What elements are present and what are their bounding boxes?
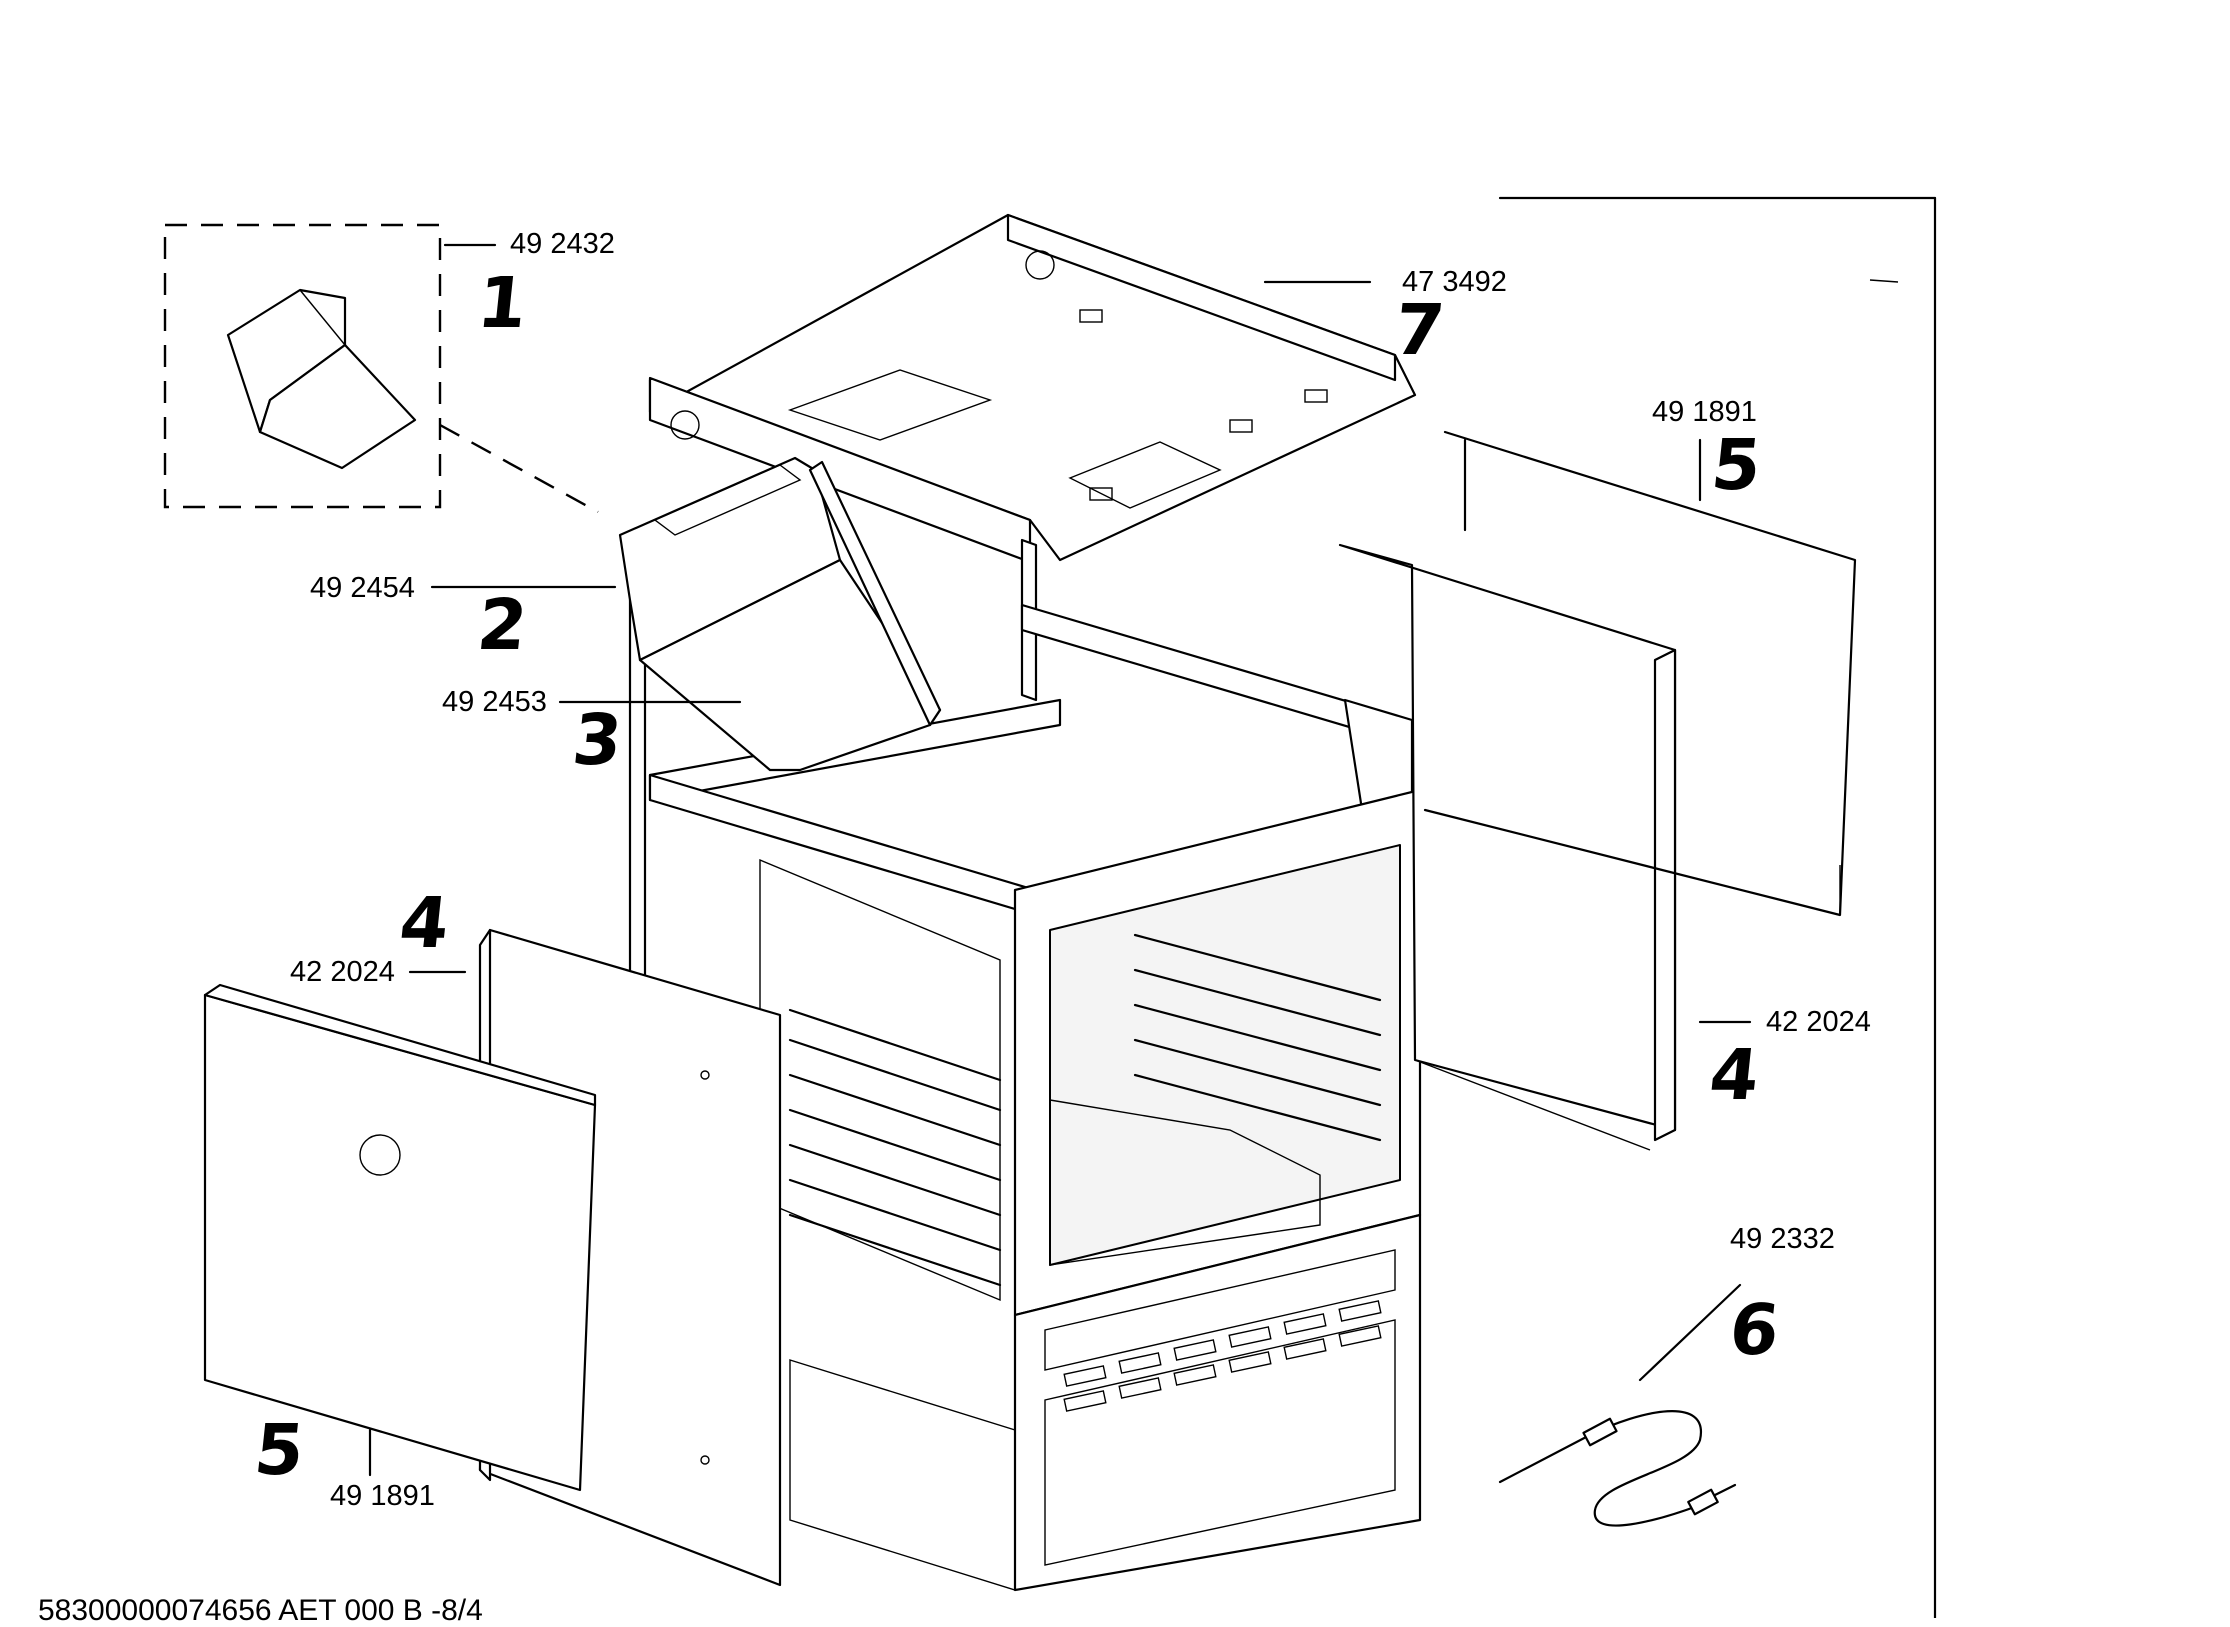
item-number-2: 2	[473, 584, 532, 666]
vent-slots	[1063, 1300, 1382, 1412]
item-number-4-right: 4	[1705, 1034, 1764, 1116]
part-number-item-6: 49 2332	[1730, 1223, 1835, 1255]
item-number-7: 7	[1390, 289, 1449, 371]
part-number-item-3: 49 2453	[442, 686, 547, 718]
part-1-drawing	[163, 223, 599, 514]
item-number-3: 3	[568, 699, 627, 781]
part-number-item-5-right: 49 1891	[1652, 396, 1757, 428]
leader-lines	[368, 243, 1752, 1477]
part-2-3-drawing	[618, 456, 942, 772]
part-4-right-drawing	[1338, 543, 1677, 1151]
item-number-1: 1	[473, 262, 532, 344]
left-rack-rails	[788, 1008, 1002, 1287]
part-6-drawing	[1498, 1410, 1737, 1527]
part-number-item-4-left: 42 2024	[290, 956, 395, 988]
footer-document-code: 58300000074656 AET 000 B -8/4	[38, 1594, 483, 1627]
part-5-left-drawing	[203, 983, 597, 1492]
part-number-item-5-left: 49 1891	[330, 1480, 435, 1512]
part-number-item-7: 47 3492	[1402, 266, 1507, 298]
part-7-drawing	[648, 213, 1417, 564]
item-number-6: 6	[1725, 1289, 1784, 1371]
part-5-right-drawing	[1423, 430, 1857, 917]
item-number-5-right: 5	[1707, 424, 1766, 506]
oven-frame-drawing	[628, 538, 1422, 1592]
part-number-item-2: 49 2454	[310, 572, 415, 604]
part-number-item-1: 49 2432	[510, 228, 615, 260]
right-rack-rails	[1133, 933, 1382, 1142]
item-number-4-left: 4	[395, 882, 454, 964]
frame-tick	[1869, 279, 1899, 283]
item-number-5-left: 5	[250, 1409, 309, 1491]
part-number-item-4-right: 42 2024	[1766, 1006, 1871, 1038]
